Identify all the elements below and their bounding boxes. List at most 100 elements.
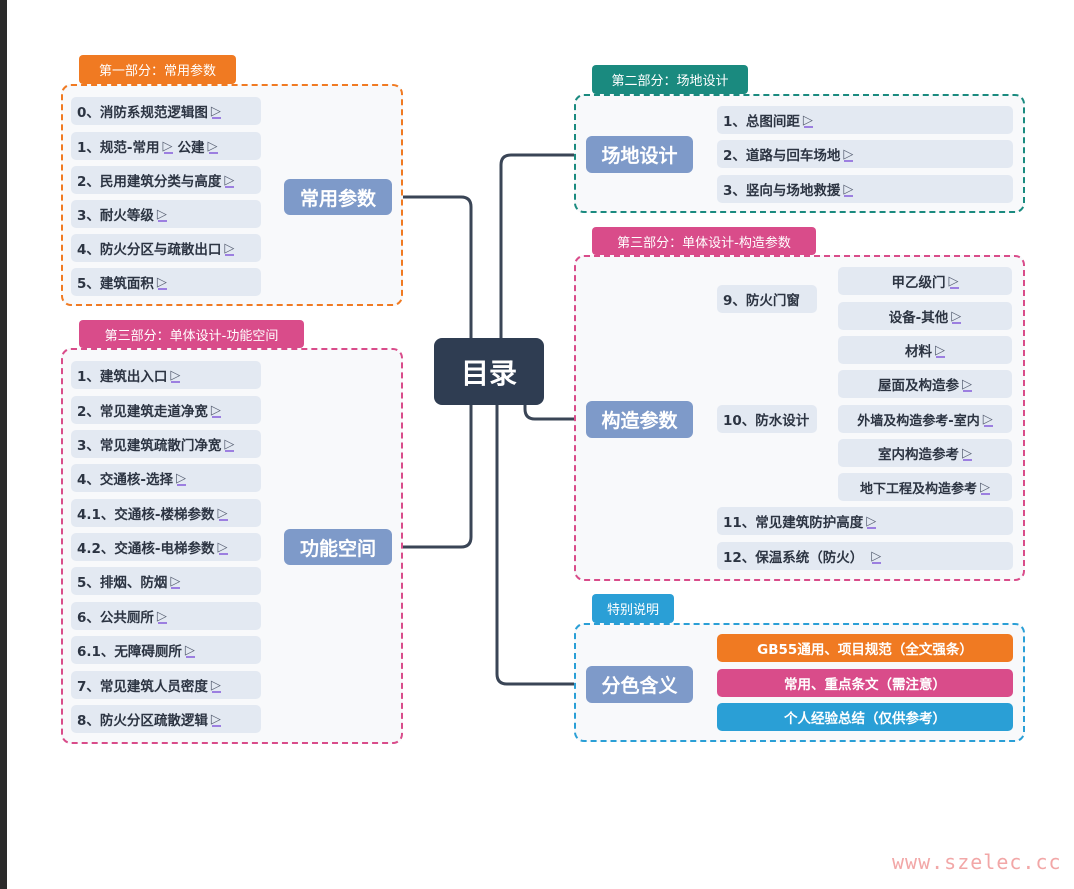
link-icon[interactable]: ▷ bbox=[170, 367, 181, 383]
tag-part-three-function: 第三部分：单体设计-功能空间 bbox=[79, 320, 304, 348]
root-node-contents[interactable]: 目录 bbox=[434, 338, 544, 405]
function-item-0[interactable]: 1、建筑出入口▷ bbox=[71, 361, 261, 389]
function-item-label: 6.1、无障碍厕所 bbox=[77, 644, 182, 660]
link-icon[interactable]: ▷ bbox=[156, 608, 167, 624]
construction-item-11[interactable]: 11、常见建筑防护高度▷ bbox=[717, 507, 1013, 535]
link-icon[interactable]: ▷ bbox=[948, 273, 959, 289]
common-item-0[interactable]: 0、消防系规范逻辑图▷ bbox=[71, 97, 261, 125]
function-item-4[interactable]: 4.1、交通核-楼梯参数▷ bbox=[71, 499, 261, 527]
link-icon[interactable]: ▷ bbox=[935, 342, 945, 358]
waterproof-item-label: 屋面及构造参 bbox=[878, 378, 959, 394]
link-icon[interactable]: ▷ bbox=[962, 445, 972, 461]
connector-root-site bbox=[499, 153, 588, 352]
tag-part-two: 第二部分：场地设计 bbox=[592, 65, 748, 94]
waterproof-item-1[interactable]: 屋面及构造参▷ bbox=[838, 370, 1012, 398]
link-icon[interactable]: ▷ bbox=[217, 539, 228, 555]
link-icon[interactable]: ▷ bbox=[170, 573, 181, 589]
waterproof-node[interactable]: 10、防水设计 bbox=[717, 405, 817, 433]
common-item-1[interactable]: 1、规范-常用▷公建▷ bbox=[71, 132, 261, 160]
construction-item-12[interactable]: 12、保温系统（防火） ▷ bbox=[717, 542, 1013, 570]
common-item-label: 3、耐火等级 bbox=[77, 208, 154, 224]
waterproof-item-label: 外墙及构造参考-室内 bbox=[857, 413, 980, 429]
link-icon[interactable]: ▷ bbox=[866, 513, 877, 529]
site-item-label: 3、竖向与场地救援 bbox=[723, 183, 841, 199]
site-item-2[interactable]: 3、竖向与场地救援▷ bbox=[717, 175, 1013, 203]
function-item-label: 6、公共厕所 bbox=[77, 610, 154, 626]
construction-item-label: 11、常见建筑防护高度 bbox=[723, 515, 864, 531]
fire-door-item-label: 设备-其他 bbox=[888, 310, 949, 326]
function-item-8[interactable]: 6.1、无障碍厕所▷ bbox=[71, 636, 261, 664]
link-icon[interactable]: ▷ bbox=[224, 240, 235, 256]
link-icon[interactable]: ▷ bbox=[962, 376, 972, 392]
site-item-0[interactable]: 1、总图间距▷ bbox=[717, 106, 1013, 134]
link-icon[interactable]: ▷ bbox=[176, 470, 186, 486]
common-item-5[interactable]: 5、建筑面积▷ bbox=[71, 268, 261, 296]
fire-door-node[interactable]: 9、防火门窗 bbox=[717, 285, 817, 313]
function-item-label: 4.1、交通核-楼梯参数 bbox=[77, 507, 215, 523]
branch-color-legend[interactable]: 分色含义 bbox=[586, 666, 693, 703]
function-item-10[interactable]: 8、防火分区疏散逻辑▷ bbox=[71, 705, 261, 733]
branch-common-params[interactable]: 常用参数 bbox=[284, 179, 392, 215]
connector-root-legend bbox=[495, 403, 588, 686]
waterproof-item-label: 材料 bbox=[905, 344, 932, 360]
link-icon[interactable]: ▷ bbox=[210, 103, 221, 119]
link-icon[interactable]: ▷ bbox=[951, 308, 962, 324]
link-icon[interactable]: ▷ bbox=[156, 206, 167, 222]
common-item-4[interactable]: 4、防火分区与疏散出口▷ bbox=[71, 234, 261, 262]
link-icon[interactable]: ▷ bbox=[843, 146, 854, 162]
function-item-label: 4、交通核-选择 bbox=[77, 472, 173, 488]
site-item-label: 2、道路与回车场地 bbox=[723, 148, 841, 164]
site-item-1[interactable]: 2、道路与回车场地▷ bbox=[717, 140, 1013, 168]
link-icon[interactable]: ▷ bbox=[224, 436, 235, 452]
function-item-label: 7、常见建筑人员密度 bbox=[77, 679, 208, 695]
site-item-label: 1、总图间距 bbox=[723, 114, 800, 130]
link-icon[interactable]: ▷ bbox=[210, 711, 221, 727]
function-item-2[interactable]: 3、常见建筑疏散门净宽▷ bbox=[71, 430, 261, 458]
waterproof-item-0[interactable]: 材料▷ bbox=[838, 336, 1012, 364]
function-item-5[interactable]: 4.2、交通核-电梯参数▷ bbox=[71, 533, 261, 561]
construction-item-label: 12、保温系统（防火） bbox=[723, 550, 864, 566]
fire-door-item-label: 甲乙级门 bbox=[891, 275, 946, 291]
tag-special-note: 特别说明 bbox=[592, 594, 674, 623]
link-icon[interactable]: ▷ bbox=[982, 411, 993, 427]
common-item-2[interactable]: 2、民用建筑分类与高度▷ bbox=[71, 166, 261, 194]
function-item-9[interactable]: 7、常见建筑人员密度▷ bbox=[71, 671, 261, 699]
function-item-1[interactable]: 2、常见建筑走道净宽▷ bbox=[71, 396, 261, 424]
common-item-label-extra: 公建 bbox=[177, 140, 205, 156]
branch-construction-params[interactable]: 构造参数 bbox=[586, 401, 693, 438]
link-icon[interactable]: ▷ bbox=[156, 274, 167, 290]
link-icon[interactable]: ▷ bbox=[802, 112, 813, 128]
function-item-6[interactable]: 5、排烟、防烟▷ bbox=[71, 567, 261, 595]
link-icon[interactable]: ▷ bbox=[217, 505, 228, 521]
function-item-label: 5、排烟、防烟 bbox=[77, 575, 168, 591]
branch-function-space[interactable]: 功能空间 bbox=[284, 529, 392, 565]
legend-item-mandatory: GB55通用、项目规范（全文强条） bbox=[717, 634, 1013, 662]
window-left-edge bbox=[0, 0, 7, 889]
link-icon[interactable]: ▷ bbox=[210, 677, 221, 693]
connector-root-function bbox=[390, 398, 473, 549]
common-item-label: 1、规范-常用 bbox=[77, 140, 160, 156]
link-icon[interactable]: ▷ bbox=[980, 479, 990, 495]
link-icon[interactable]: ▷ bbox=[162, 138, 173, 154]
link-icon[interactable]: ▷ bbox=[207, 138, 218, 154]
common-item-label: 4、防火分区与疏散出口 bbox=[77, 242, 222, 258]
waterproof-item-4[interactable]: 地下工程及构造参考▷ bbox=[838, 473, 1012, 501]
fire-door-item-0[interactable]: 甲乙级门▷ bbox=[838, 267, 1012, 295]
waterproof-item-3[interactable]: 室内构造参考▷ bbox=[838, 439, 1012, 467]
tag-part-one: 第一部分：常用参数 bbox=[79, 55, 236, 84]
function-item-label: 4.2、交通核-电梯参数 bbox=[77, 541, 215, 557]
tag-part-three-construction: 第三部分：单体设计-构造参数 bbox=[592, 227, 816, 255]
link-icon[interactable]: ▷ bbox=[224, 172, 235, 188]
function-item-3[interactable]: 4、交通核-选择▷ bbox=[71, 464, 261, 492]
common-item-3[interactable]: 3、耐火等级▷ bbox=[71, 200, 261, 228]
link-icon[interactable]: ▷ bbox=[871, 548, 882, 564]
link-icon[interactable]: ▷ bbox=[184, 642, 195, 658]
link-icon[interactable]: ▷ bbox=[210, 402, 221, 418]
waterproof-item-label: 室内构造参考 bbox=[878, 447, 959, 463]
branch-site-design[interactable]: 场地设计 bbox=[586, 136, 693, 173]
function-item-7[interactable]: 6、公共厕所▷ bbox=[71, 602, 261, 630]
common-item-label: 5、建筑面积 bbox=[77, 276, 154, 292]
link-icon[interactable]: ▷ bbox=[843, 181, 854, 197]
fire-door-item-1[interactable]: 设备-其他▷ bbox=[838, 302, 1012, 330]
waterproof-item-2[interactable]: 外墙及构造参考-室内▷ bbox=[838, 405, 1012, 433]
